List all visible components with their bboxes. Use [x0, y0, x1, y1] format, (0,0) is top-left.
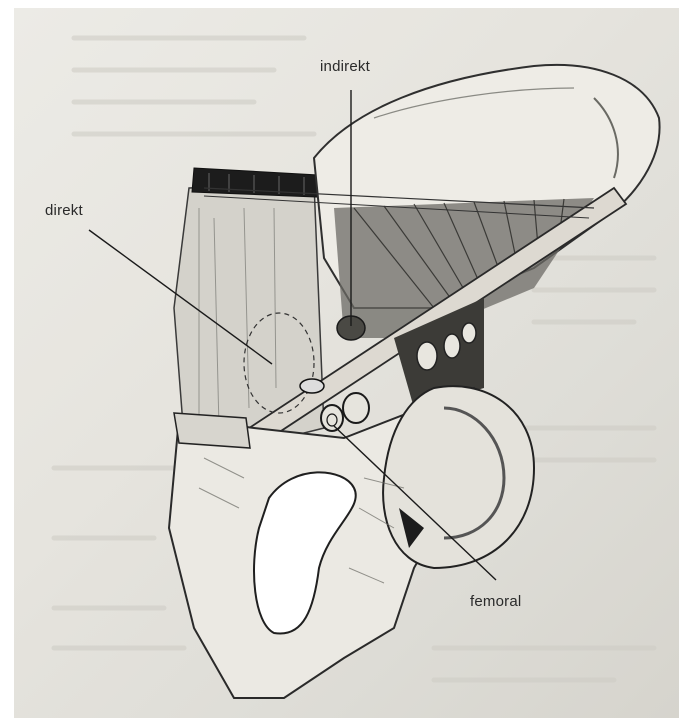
pelvis-anatomy-illustration [14, 8, 679, 718]
acetabulum [383, 386, 534, 568]
label-direkt: direkt [45, 202, 83, 219]
label-femoral: femoral [470, 593, 521, 610]
book-page: indirekt direkt femoral [14, 8, 679, 718]
label-indirekt: indirekt [320, 58, 370, 75]
